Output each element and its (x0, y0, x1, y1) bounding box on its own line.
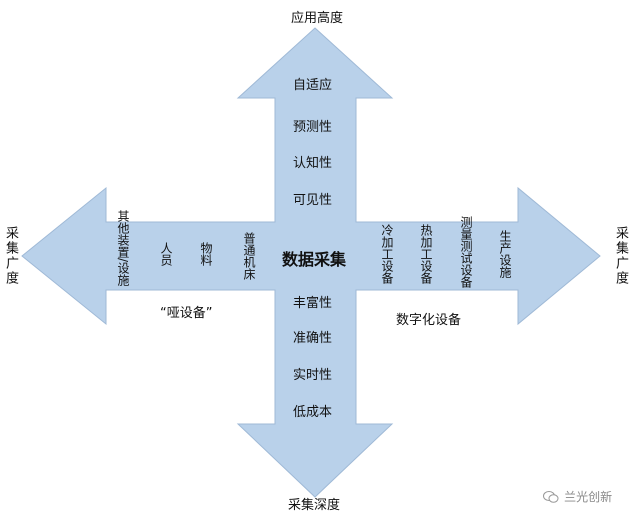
wechat-icon (543, 490, 559, 503)
left-item: 人员 (159, 242, 173, 266)
down-item: 丰富性 (293, 296, 333, 311)
left-item: 普通机床 (242, 232, 256, 280)
bottom-axis-title: 采集深度 (288, 498, 341, 513)
up-item: 预测性 (293, 120, 333, 135)
four-way-arrow (21, 27, 601, 498)
center-label: 数据采集 (282, 250, 347, 269)
right-item: 冷加工设备 (380, 224, 394, 284)
up-item: 自适应 (293, 78, 333, 93)
top-axis-title: 应用高度 (291, 11, 344, 26)
up-item: 可见性 (293, 193, 333, 208)
watermark-text: 兰光创新 (564, 490, 613, 504)
up-item: 认知性 (293, 156, 333, 171)
left-item: 物料 (199, 242, 213, 266)
right-item: 测量测试设备 (459, 216, 473, 288)
left-group-label: “哑设备” (160, 306, 213, 321)
watermark: 兰光创新 (543, 486, 612, 505)
down-item: 低成本 (293, 405, 333, 420)
left-axis-title: 采集广度 (3, 226, 18, 286)
right-axis-title: 采集广度 (613, 226, 628, 286)
right-item: 热加工设备 (419, 224, 433, 284)
left-item: 其他装置/设施 (116, 210, 130, 287)
down-item: 准确性 (293, 331, 333, 346)
down-item: 实时性 (293, 368, 333, 383)
right-item: 生产设施 (498, 230, 512, 278)
right-group-label: 数字化设备 (396, 313, 462, 328)
